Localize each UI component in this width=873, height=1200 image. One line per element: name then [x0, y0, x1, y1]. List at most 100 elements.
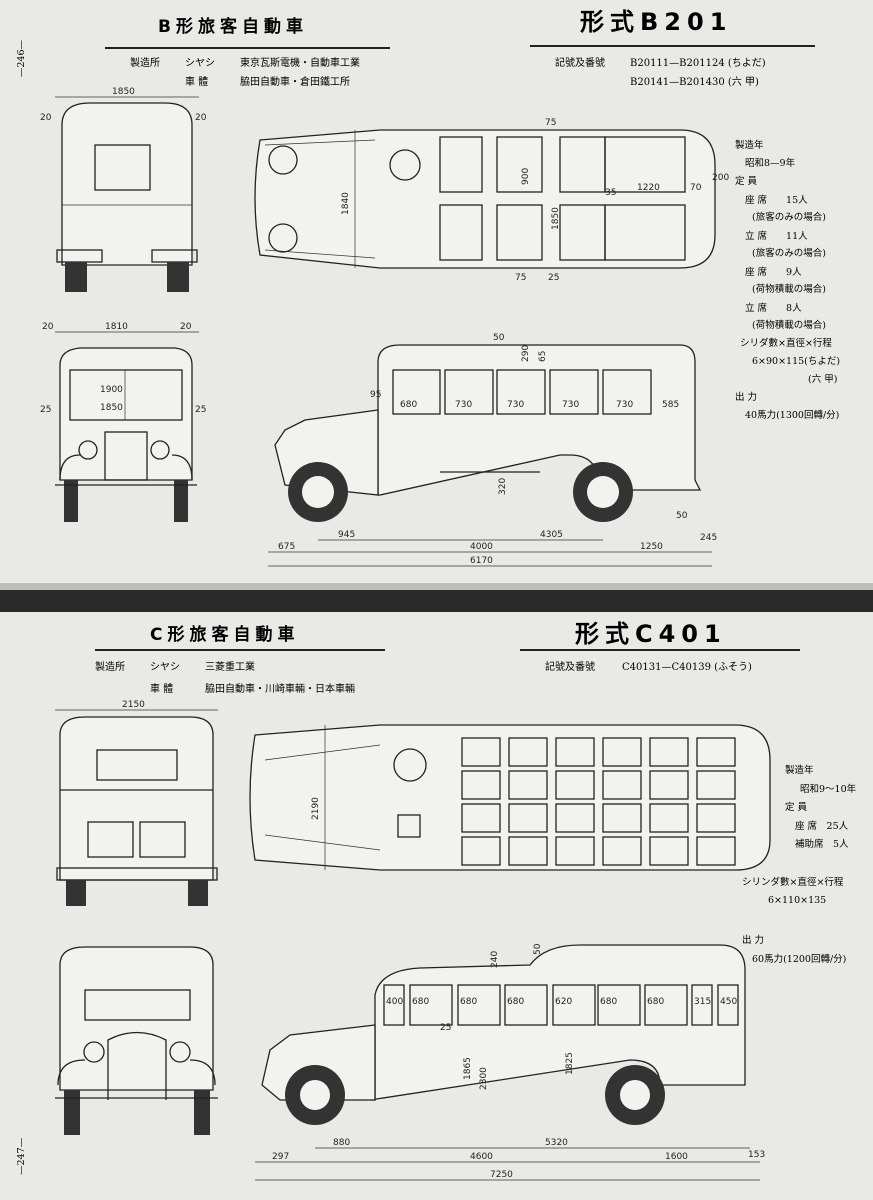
window	[457, 984, 501, 1026]
window	[552, 984, 596, 1026]
dim-label: 730	[455, 400, 472, 410]
seat	[649, 836, 689, 866]
seat	[461, 737, 501, 767]
dim-label: 680	[460, 997, 477, 1007]
chassis-maker: 三菱重工業	[205, 660, 255, 673]
chassis-maker: 東京瓦斯電機・自動車工業	[240, 56, 360, 69]
spec-line: 製造年	[735, 139, 764, 151]
dim-label: 1850	[551, 207, 561, 230]
dim-label: 20	[195, 113, 207, 123]
dim-label: 1900	[100, 385, 123, 395]
dim-label: 1600	[665, 1152, 688, 1162]
serial-label: 記號及番號	[555, 56, 605, 69]
seat	[555, 770, 595, 800]
dim-label: 680	[400, 400, 417, 410]
spec-line: (旅客のみの場合)	[752, 247, 826, 259]
spec-line: (荷物積載の場合)	[752, 319, 826, 331]
spec-line: 立 席 8人	[745, 302, 802, 314]
b201-front-view: 1810 20 20 1900 1850 25 25	[40, 322, 206, 522]
dim-label: 2300	[479, 1067, 489, 1090]
dim-label: 6170	[470, 556, 493, 566]
dim-label: 245	[700, 533, 717, 543]
dim-label: 297	[272, 1152, 289, 1162]
dim-label: 20	[180, 322, 192, 332]
b201-specs: 製造年 昭和8—9年 定 員 座 席 15人 (旅客のみの場合) 立 席 11人…	[735, 139, 840, 421]
spec-line: (旅客のみの場合)	[752, 211, 826, 223]
dim-label: 50	[533, 943, 543, 955]
seat	[696, 770, 736, 800]
serial-1: B20111—B201124 (ちよだ)	[630, 57, 766, 69]
b201-plan-view: 1840 900 1850 1220 35 70 200 75 75 25	[254, 118, 729, 283]
seat	[555, 737, 595, 767]
dim-label: 1250	[640, 542, 663, 552]
seat	[461, 803, 501, 833]
dim-label: 35	[605, 188, 616, 198]
page-gutter	[0, 590, 873, 612]
chassis-label: シヤシ	[150, 662, 180, 673]
spec-line: 製造年	[785, 764, 814, 776]
dim-label: 320	[498, 478, 508, 495]
dim-label: 4000	[470, 542, 493, 552]
dim-label: 2190	[311, 797, 321, 820]
dim-label: 680	[507, 997, 524, 1007]
window	[717, 984, 739, 1026]
dim-label: 20	[42, 322, 54, 332]
dim-label: 680	[647, 997, 664, 1007]
spec-line: 6×110×135	[768, 895, 826, 906]
seat	[696, 803, 736, 833]
spec-line: シリンダ數×直徑×行程	[742, 876, 844, 888]
seat	[461, 836, 501, 866]
dim-label: 675	[278, 542, 295, 552]
spec-line: 昭和9〜10年	[800, 783, 857, 795]
spec-line: 座 席 9人	[745, 266, 802, 278]
serial-2: B20141—B201430 (六 甲)	[630, 76, 759, 88]
dim-label: 680	[600, 997, 617, 1007]
seat	[508, 836, 548, 866]
b201-rear-view: 1850 20 20	[40, 87, 207, 292]
spec-line: 出 力	[742, 934, 764, 946]
dim-label: 900	[521, 168, 531, 185]
dim-label: 20	[40, 113, 52, 123]
dim-label: 153	[748, 1150, 765, 1160]
body-label: 車 體	[150, 682, 173, 695]
seat	[555, 803, 595, 833]
spec-line: 座 席 15人	[745, 194, 808, 206]
page-shadow	[0, 583, 873, 590]
seat	[649, 737, 689, 767]
b201-header: —246— B形旅客自動車 製造所 シヤシ 東京瓦斯電機・自動車工業 車 體 脇…	[16, 8, 815, 88]
window	[691, 984, 713, 1026]
page-number: —247—	[16, 1137, 27, 1175]
dim-label: 5320	[545, 1138, 568, 1148]
spec-line: 60馬力(1200回轉/分)	[752, 953, 846, 965]
dim-label: 1840	[341, 192, 351, 215]
dim-label: 1810	[105, 322, 128, 332]
b201-side-view: 680 730 730 730 730 585 95 50 290 65 320…	[268, 333, 717, 567]
spec-line: 定 員	[735, 175, 758, 187]
spec-line: 40馬力(1300回轉/分)	[745, 409, 839, 421]
spec-line: 立 席 11人	[745, 230, 808, 242]
dim-label: 450	[720, 997, 737, 1007]
dim-label: 200	[712, 173, 729, 183]
body-label: 車 體	[185, 75, 208, 88]
dim-label: 25	[40, 405, 51, 415]
seat	[508, 803, 548, 833]
dim-label: 65	[538, 351, 548, 362]
dim-label: 400	[386, 997, 403, 1007]
dim-label: 70	[690, 183, 702, 193]
spec-line: 定 員	[785, 801, 808, 813]
body-maker: 脇田自動車・川崎車輛・日本車輛	[205, 682, 355, 695]
c401-header: C形旅客自動車 製造所 シヤシ 三菱重工業 車 體 脇田自動車・川崎車輛・日本車…	[16, 620, 800, 1175]
seat	[461, 770, 501, 800]
dim-label: 315	[694, 997, 711, 1007]
seat	[602, 836, 642, 866]
section-title: B形旅客自動車	[158, 16, 308, 37]
seat	[555, 836, 595, 866]
model-title: 形式C401	[575, 620, 727, 648]
seat	[602, 770, 642, 800]
spec-line: (荷物積載の場合)	[752, 283, 826, 295]
seat	[602, 803, 642, 833]
seat	[696, 836, 736, 866]
chassis-label: シヤシ	[185, 58, 215, 69]
